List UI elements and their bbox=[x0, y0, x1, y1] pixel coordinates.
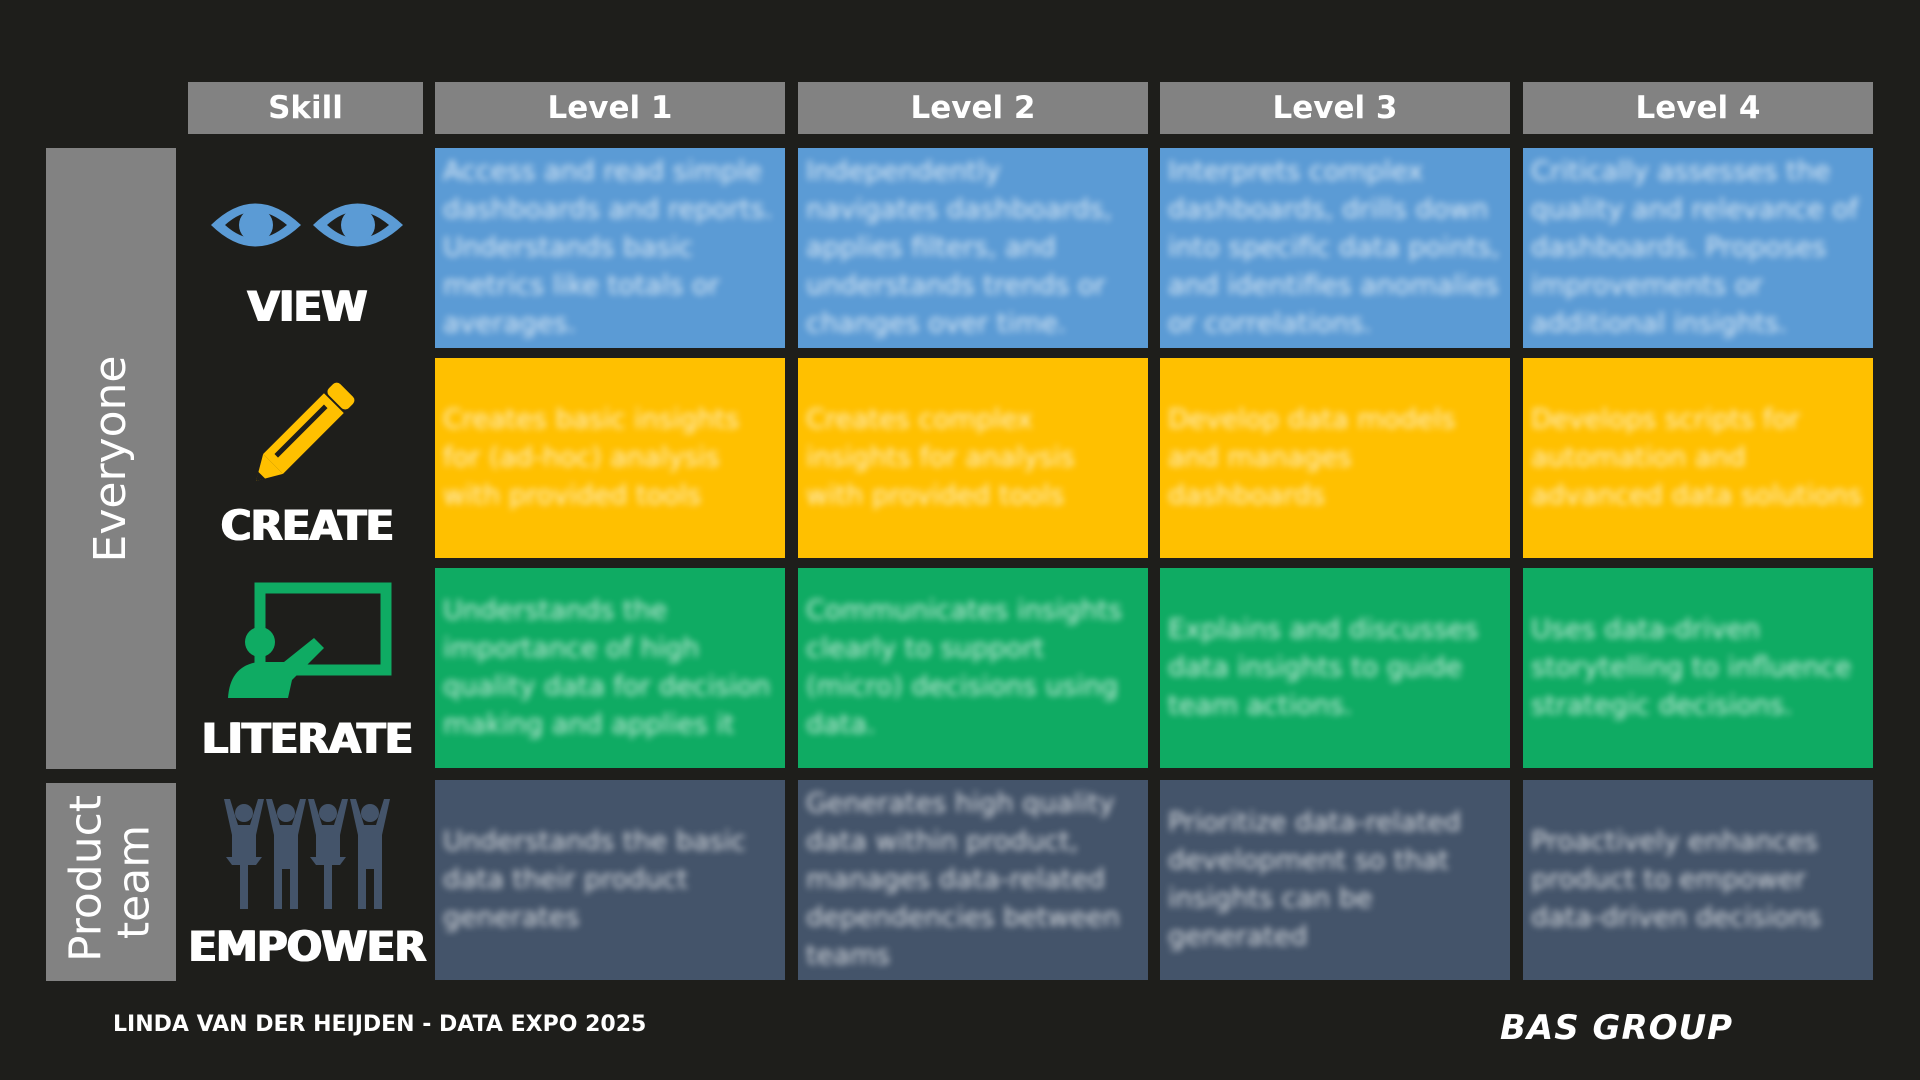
cell-text: Develop data models and manages dashboar… bbox=[1168, 404, 1456, 511]
cell-literate-level-3: Explains and discusses data insights to … bbox=[1160, 568, 1510, 768]
footer-author: LINDA VAN DER HEIJDEN - DATA EXPO 2025 bbox=[113, 1012, 647, 1037]
cell-text: Prioritize data-related development so t… bbox=[1168, 807, 1462, 952]
cell-literate-level-2: Communicates insights clearly to support… bbox=[798, 568, 1148, 768]
skill-label-literate: LITERATE bbox=[201, 714, 414, 763]
skill-label-create: CREATE bbox=[220, 501, 394, 550]
cell-text: Generates high quality data within produ… bbox=[806, 788, 1120, 971]
cell-view-level-3: Interprets complex dashboards, drills do… bbox=[1160, 148, 1510, 348]
group-everyone-label: Everyone bbox=[84, 355, 136, 562]
cell-view-level-1: Access and read simple dashboards and re… bbox=[435, 148, 785, 348]
skill-literate: LITERATE bbox=[188, 580, 426, 765]
cell-view-level-2: Independently navigates dashboards, appl… bbox=[798, 148, 1148, 348]
group-everyone: Everyone bbox=[46, 148, 176, 769]
header-level-2: Level 2 bbox=[798, 82, 1148, 134]
group-product-team-label: Product team bbox=[60, 794, 160, 962]
header-level-3: Level 3 bbox=[1160, 82, 1510, 134]
cell-text: Interprets complex dashboards, drills do… bbox=[1168, 156, 1500, 339]
brand-logo: BAS GROUP bbox=[1500, 1008, 1734, 1048]
cell-text: Uses data-driven storytelling to influen… bbox=[1531, 614, 1852, 721]
cell-text: Access and read simple dashboards and re… bbox=[443, 156, 773, 339]
pencil-icon bbox=[256, 382, 355, 481]
cell-empower-level-3: Prioritize data-related development so t… bbox=[1160, 780, 1510, 980]
presenter-icon bbox=[228, 582, 392, 698]
skill-create: CREATE bbox=[188, 360, 426, 555]
header-level-4: Level 4 bbox=[1523, 82, 1873, 134]
skill-label-view: VIEW bbox=[247, 281, 367, 331]
cell-create-level-2: Creates complex insights for analysis wi… bbox=[798, 358, 1148, 558]
group-product-team: Product team bbox=[46, 783, 176, 981]
cell-text: Creates complex insights for analysis wi… bbox=[806, 404, 1075, 511]
cell-literate-level-1: Understands the importance of high quali… bbox=[435, 568, 785, 768]
cell-text: Develops scripts for automation and adva… bbox=[1531, 404, 1862, 511]
cell-text: Independently navigates dashboards, appl… bbox=[806, 156, 1113, 339]
cell-text: Critically assesses the quality and rele… bbox=[1531, 156, 1859, 339]
team-icon bbox=[224, 798, 390, 909]
cell-text: Understands the importance of high quali… bbox=[443, 595, 771, 740]
header-skill: Skill bbox=[188, 82, 423, 134]
cell-empower-level-1: Understands the basic data their product… bbox=[435, 780, 785, 980]
cell-view-level-4: Critically assesses the quality and rele… bbox=[1523, 148, 1873, 348]
cell-create-level-4: Develops scripts for automation and adva… bbox=[1523, 358, 1873, 558]
cell-text: Understands the basic data their product… bbox=[443, 826, 746, 933]
cell-empower-level-2: Generates high quality data within produ… bbox=[798, 780, 1148, 980]
cell-text: Communicates insights clearly to support… bbox=[806, 595, 1123, 740]
eyes-icon bbox=[211, 203, 403, 246]
skill-view: VIEW bbox=[188, 175, 426, 345]
cell-text: Explains and discusses data insights to … bbox=[1168, 614, 1479, 721]
cell-create-level-1: Creates basic insights for (ad-hoc) anal… bbox=[435, 358, 785, 558]
cell-text: Proactively enhances product to empower … bbox=[1531, 826, 1821, 933]
header-level-1: Level 1 bbox=[435, 82, 785, 134]
skill-label-empower: EMPOWER bbox=[188, 921, 426, 971]
cell-create-level-3: Develop data models and manages dashboar… bbox=[1160, 358, 1510, 558]
cell-empower-level-4: Proactively enhances product to empower … bbox=[1523, 780, 1873, 980]
cell-text: Creates basic insights for (ad-hoc) anal… bbox=[443, 404, 740, 511]
skill-empower: EMPOWER bbox=[188, 792, 427, 977]
cell-literate-level-4: Uses data-driven storytelling to influen… bbox=[1523, 568, 1873, 768]
